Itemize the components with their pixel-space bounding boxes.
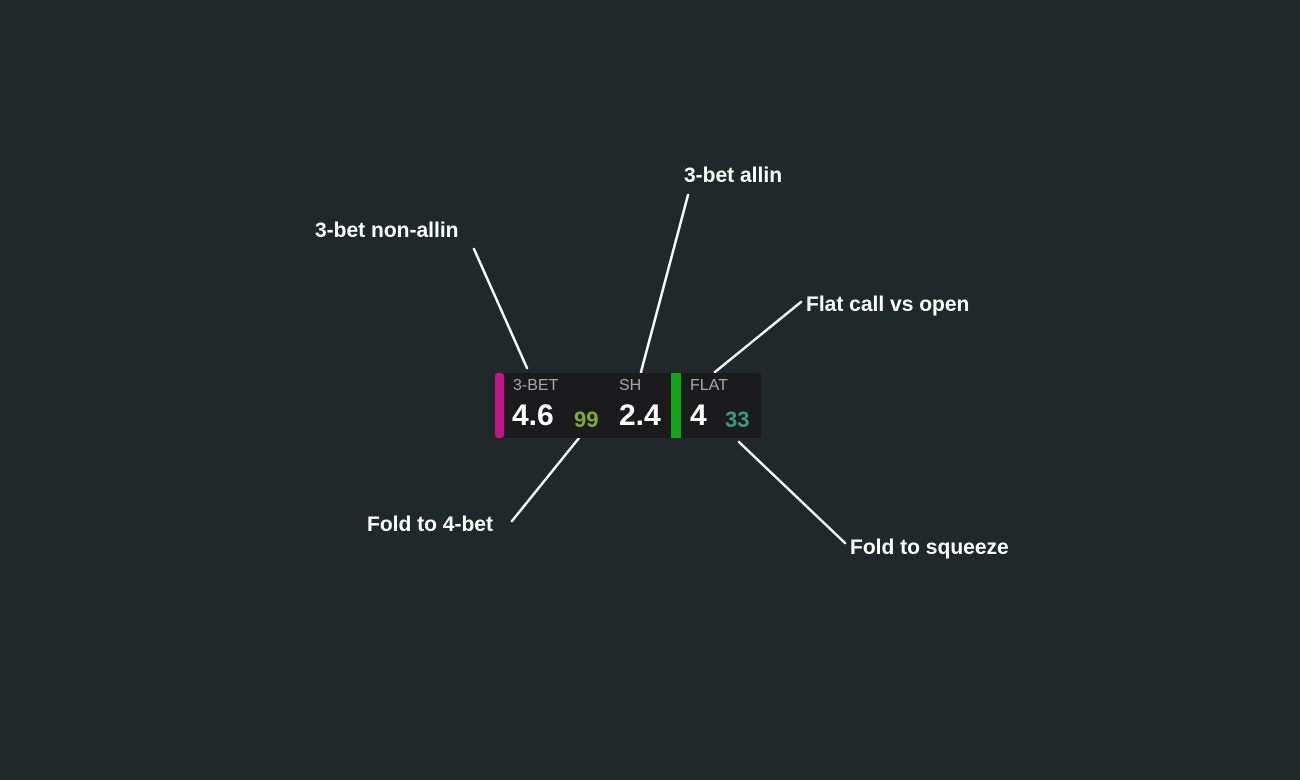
header-shove: SH xyxy=(619,377,642,394)
three-bet-color-bar xyxy=(495,373,504,438)
hud-panel: 3-BET 4.6 99 SH 2.4 FLAT 4 33 xyxy=(495,373,761,438)
connector-flat-call xyxy=(713,300,803,374)
label-3bet-non-allin: 3-bet non-allin xyxy=(315,219,459,242)
label-3bet-allin: 3-bet allin xyxy=(684,164,783,187)
value-fold-to-4bet: 99 xyxy=(574,407,599,432)
value-shove: 2.4 xyxy=(619,399,661,432)
connector-fold-to-4bet xyxy=(510,436,581,523)
label-flat-call-vs-open: Flat call vs open xyxy=(806,293,970,316)
label-fold-to-4bet: Fold to 4-bet xyxy=(367,513,493,536)
value-fold-to-squeeze: 33 xyxy=(725,407,750,432)
connector-3bet-allin xyxy=(639,193,690,374)
connector-fold-to-squeeze xyxy=(737,440,847,545)
value-flat: 4 xyxy=(690,399,707,432)
connector-3bet-non-allin xyxy=(472,247,529,370)
header-3bet: 3-BET xyxy=(513,377,559,394)
label-fold-to-squeeze: Fold to squeeze xyxy=(850,536,1009,559)
value-3bet: 4.6 xyxy=(512,399,554,432)
flat-color-bar xyxy=(671,373,681,438)
header-flat: FLAT xyxy=(690,377,728,394)
